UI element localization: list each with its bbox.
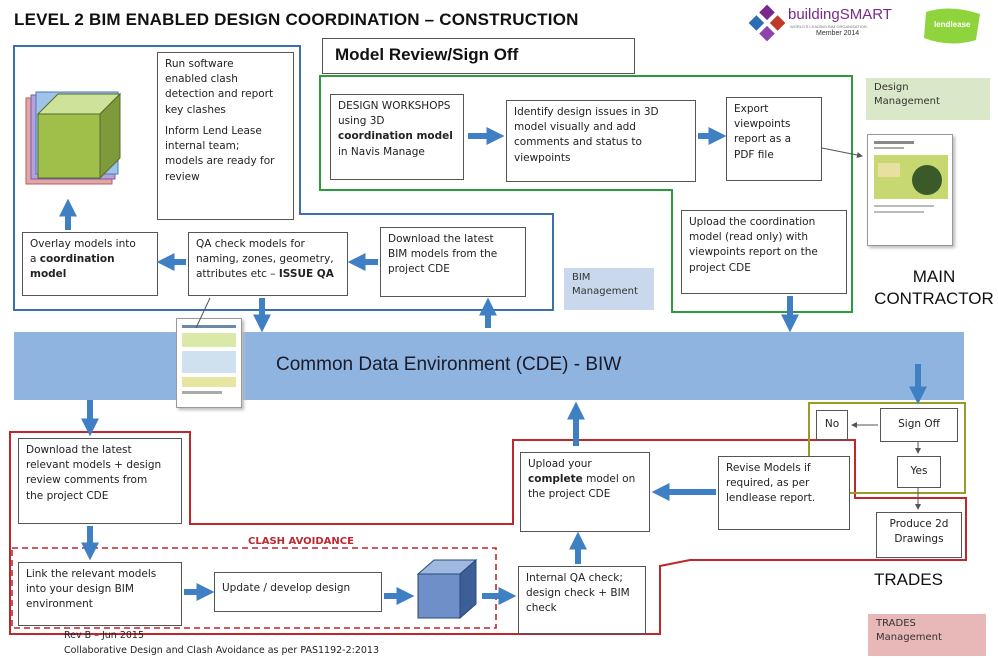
download-relevant-box: Download the latest relevant models + de… [18,438,182,524]
buildingsmart-tagline: WORLD'S LEADING BIM ORGANISATION [790,24,867,29]
model-review-title: Model Review/Sign Off [335,45,519,64]
model-review-title-box: Model Review/Sign Off [322,38,635,74]
produce-2d-box: Produce 2d Drawings [876,512,962,558]
no-box: No [816,410,848,440]
upload-coordination-box: Upload the coordination model (read only… [681,210,847,294]
lendlease-logo: lendlease [920,6,986,46]
buildingsmart-wordmark: buildingSMART [788,6,892,23]
design-management-tag: Design Management [866,78,990,120]
buildingsmart-member: Member 2014 [816,30,860,37]
trades-label: TRADES [874,570,943,589]
buildingsmart-logo-icon [748,4,786,42]
cde-band: Common Data Environment (CDE) - BIW [14,332,964,400]
lendlease-logo-shape [924,8,980,44]
export-viewpoints-box: Export viewpoints report as a PDF file [726,97,822,181]
viewpoints-report-thumbnail [867,134,953,246]
revision-note: Rev B – Jun 2015 [64,630,145,641]
identify-issues-box: Identify design issues in 3D model visua… [506,100,696,182]
buildingsmart-logo: buildingSMART WORLD'S LEADING BIM ORGANI… [748,4,908,44]
coordination-model-cube-icon [24,84,128,188]
overlay-models-box: Overlay models into a coordination model [22,232,158,296]
trades-management-tag: TRADES Management [868,614,986,656]
clash-avoidance-label: CLASH AVOIDANCE [244,536,358,547]
sign-off-box: Sign Off [880,408,958,442]
yes-box: Yes [897,456,941,488]
main-contractor-label: MAIN CONTRACTOR [874,267,994,308]
design-workshops-box: DESIGN WORKSHOPS using 3D coordination m… [330,94,464,180]
qa-report-thumbnail [176,318,242,408]
design-model-cube-icon [414,556,480,622]
link-models-box: Link the relevant models into your desig… [18,562,182,626]
download-latest-bim-box: Download the latest BIM models from the … [380,227,526,297]
qa-check-box: QA check models for naming, zones, geome… [188,232,348,296]
footer-note: Collaborative Design and Clash Avoidance… [64,645,380,656]
lendlease-wordmark: lendlease [934,20,971,29]
upload-complete-box: Upload your complete model on the projec… [520,452,650,532]
update-design-box: Update / develop design [214,572,382,612]
arrow-export-to-report [821,147,863,158]
revise-models-box: Revise Models if required, as per lendle… [718,456,850,530]
page-title: LEVEL 2 BIM ENABLED DESIGN COORDINATION … [14,10,579,29]
cde-label: Common Data Environment (CDE) - BIW [276,354,622,375]
bim-management-tag: BIM Management [564,268,654,310]
internal-qa-box: Internal QA check; design check + BIM ch… [518,566,646,634]
run-software-box: Run software enabled clash detection and… [157,52,294,220]
